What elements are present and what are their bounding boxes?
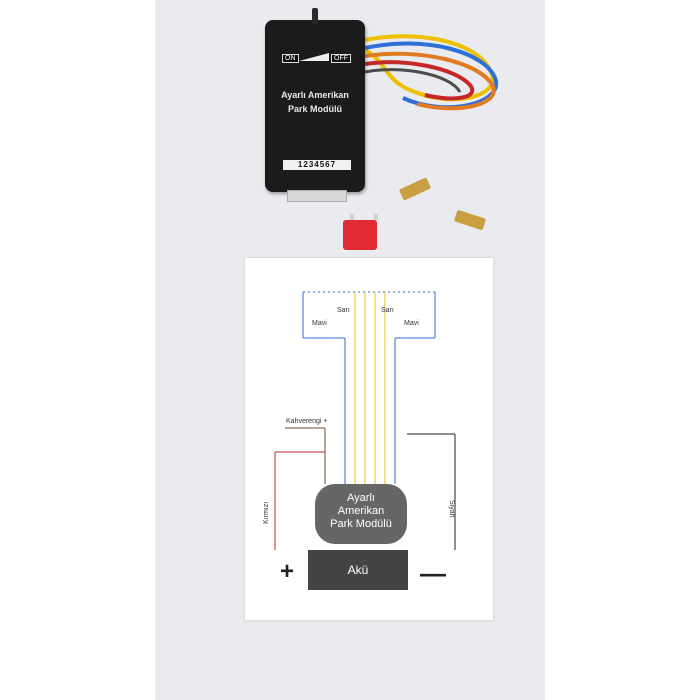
wire-label-sari-left: Sarı [337, 307, 350, 314]
switch-indicator [299, 53, 329, 61]
wire-label-mavi-left: Mavi [312, 320, 327, 327]
wire-label-kahverengi: Kahverengi + [286, 418, 328, 425]
module-title-line2: Park Modülü [287, 104, 342, 114]
wire-label-mavi-right: Mavi [404, 320, 419, 327]
wiring-diagram-paper: Sarı Sarı Mavi Mavi Kahverengi + Kırmızı… [245, 258, 493, 620]
pin-label-strip [285, 138, 349, 158]
left-whitespace [0, 0, 155, 700]
pin-numbers: 1234567 [283, 160, 351, 170]
plus-symbol: + [280, 558, 295, 585]
wiring-diagram [274, 291, 456, 550]
module-title-line1: Ayarlı Amerikan [281, 90, 349, 100]
wiring-harness [364, 34, 499, 111]
switch-off-label: OFF [331, 54, 351, 63]
product-scene: ON OFF Ayarlı Amerikan Park Modülü 12345… [155, 0, 545, 700]
minus-symbol: — [420, 558, 446, 588]
diagram-module-box: Ayarlı Amerikan Park Modülü [315, 484, 407, 544]
wire-label-sari-right: Sarı [381, 307, 394, 314]
module-connector [287, 190, 347, 202]
right-whitespace [545, 0, 700, 700]
park-module-device: ON OFF Ayarlı Amerikan Park Modülü 12345… [265, 8, 365, 192]
diagram-module-line2: Amerikan [337, 505, 385, 517]
battery-box: Akü [308, 550, 408, 590]
wire-label-kirmizi: Kırmızı [263, 501, 270, 524]
fuse-icon [343, 214, 378, 250]
toggle-switch[interactable] [312, 8, 318, 24]
fuse-legs [350, 214, 378, 220]
diagram-module-line3: Park Modülü [330, 518, 392, 530]
wire-label-siyah: Siyah [448, 500, 455, 518]
diagram-module-line1: Ayarlı [347, 492, 375, 504]
switch-on-label: ON [282, 54, 299, 63]
